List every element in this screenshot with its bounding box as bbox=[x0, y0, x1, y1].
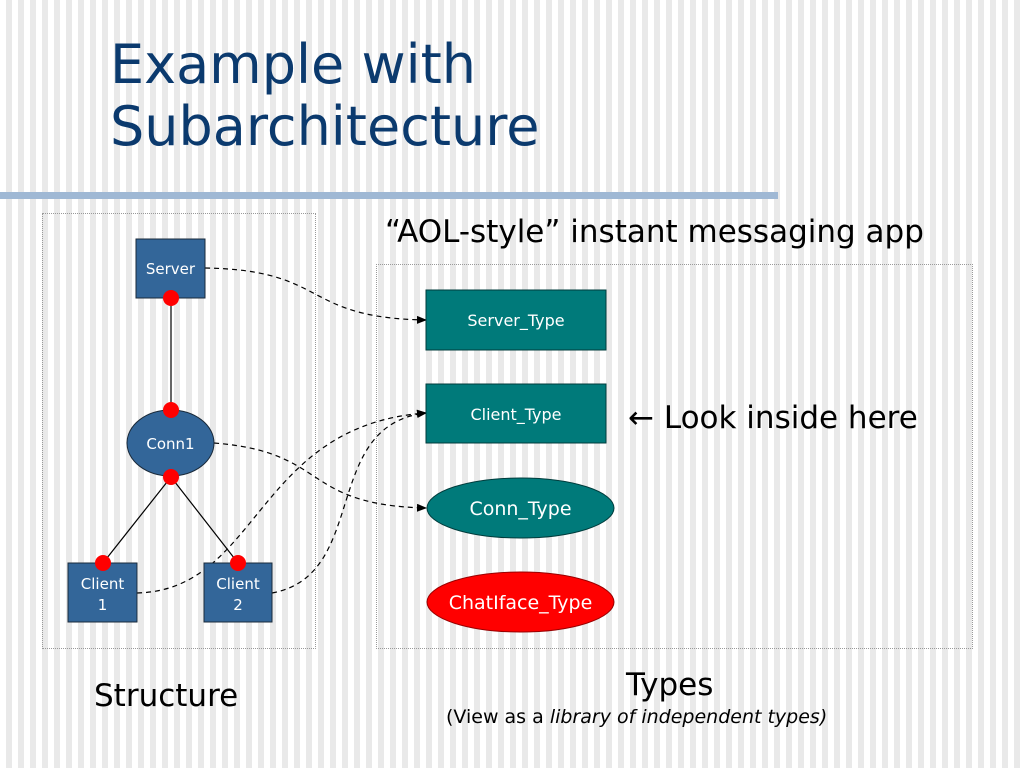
conn1-connector: Conn1 bbox=[126, 409, 215, 477]
client2-component: Client 2 bbox=[203, 562, 273, 623]
types-subtitle-prefix: (View as a bbox=[446, 706, 550, 728]
server-type-label: Server_Type bbox=[467, 311, 564, 331]
types-panel bbox=[376, 264, 973, 649]
link-conn-client2 bbox=[170, 476, 239, 564]
conn-type-label: Conn_Type bbox=[469, 498, 571, 520]
slide-title-line2: Subarchitecture bbox=[110, 95, 540, 158]
chatiface-type-label: ChatIface_Type bbox=[449, 592, 593, 614]
title-rule bbox=[0, 192, 778, 199]
conn1-top-role bbox=[163, 402, 179, 418]
client1-label-line2: 1 bbox=[98, 596, 108, 614]
server-type-box: Server_Type bbox=[425, 289, 607, 351]
map-conn-to-type bbox=[213, 442, 427, 512]
map-client1-to-type bbox=[136, 409, 427, 594]
types-subtitle: (View as a library of independent types) bbox=[446, 703, 827, 731]
types-subtitle-italic: library of independent types) bbox=[549, 706, 828, 728]
slide-title: Example with Subarchitecture bbox=[110, 34, 540, 158]
conn1-bottom-role bbox=[163, 469, 179, 485]
app-title: “AOL-style” instant messaging app bbox=[385, 214, 924, 250]
types-label: Types bbox=[626, 667, 714, 703]
conn-type-ellipse: Conn_Type bbox=[426, 477, 615, 539]
client2-label-line1: Client bbox=[216, 575, 260, 593]
client2-port bbox=[230, 555, 246, 571]
server-component: Server bbox=[135, 238, 206, 299]
server-label: Server bbox=[146, 260, 196, 278]
client1-port bbox=[95, 555, 111, 571]
slide-title-line1: Example with bbox=[110, 33, 477, 96]
client-type-label: Client_Type bbox=[470, 405, 561, 425]
structure-panel bbox=[42, 213, 316, 649]
server-port bbox=[163, 290, 179, 306]
link-conn-client1 bbox=[102, 476, 172, 564]
client-type-box: Client_Type bbox=[425, 383, 607, 444]
look-inside-note: ← Look inside here bbox=[628, 396, 918, 440]
structure-label: Structure bbox=[94, 678, 239, 714]
map-client2-to-type bbox=[271, 410, 427, 594]
chatiface-type-ellipse: ChatIface_Type bbox=[426, 571, 615, 633]
map-server-to-type bbox=[204, 267, 427, 324]
client1-label-line1: Client bbox=[81, 575, 125, 593]
look-inside-text: Look inside here bbox=[663, 400, 918, 436]
client1-component: Client 1 bbox=[67, 562, 138, 623]
left-arrow-icon: ← bbox=[628, 400, 654, 436]
client2-label-line2: 2 bbox=[233, 596, 243, 614]
conn1-label: Conn1 bbox=[146, 435, 194, 453]
